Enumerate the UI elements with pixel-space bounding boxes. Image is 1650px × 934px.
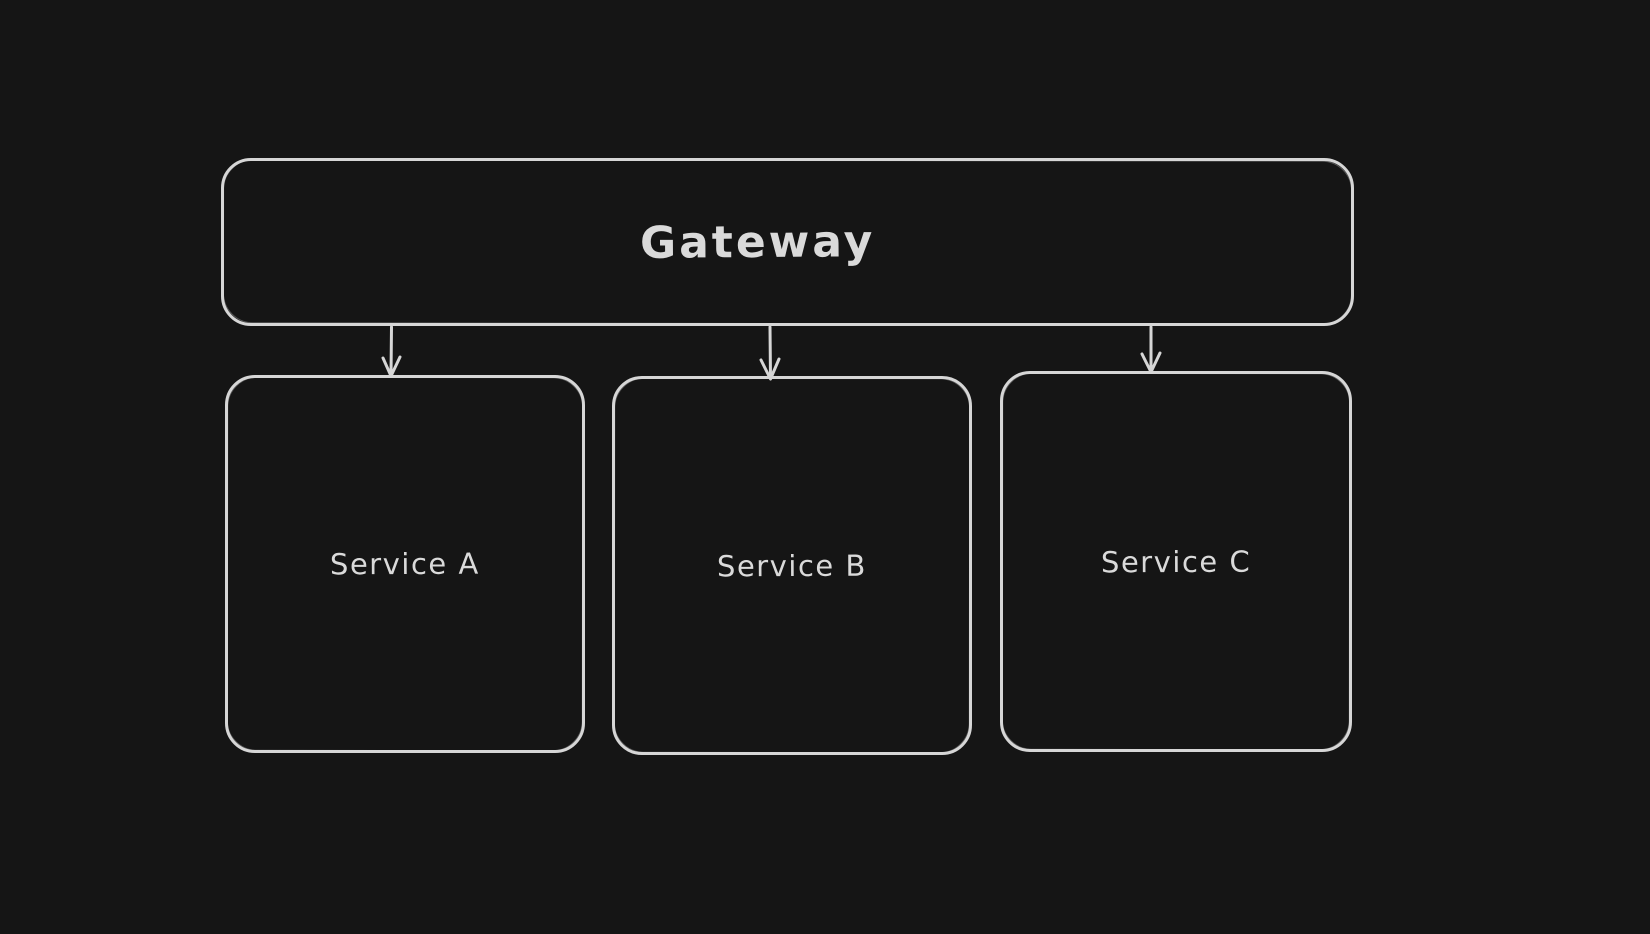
gateway-node[interactable]: Gateway bbox=[221, 158, 1354, 326]
service-c-label: Service C bbox=[1100, 544, 1252, 579]
arrow-gateway-to-service-c[interactable] bbox=[1140, 325, 1162, 374]
service-a-node[interactable]: Service A bbox=[225, 375, 585, 753]
service-b-label: Service B bbox=[717, 548, 867, 583]
gateway-label: Gateway bbox=[639, 215, 876, 269]
service-a-label: Service A bbox=[330, 546, 480, 582]
arrow-gateway-to-service-a[interactable] bbox=[381, 325, 402, 378]
service-b-node[interactable]: Service B bbox=[612, 376, 972, 755]
service-c-node[interactable]: Service C bbox=[1000, 371, 1352, 752]
arrow-gateway-to-service-b[interactable] bbox=[759, 325, 781, 381]
